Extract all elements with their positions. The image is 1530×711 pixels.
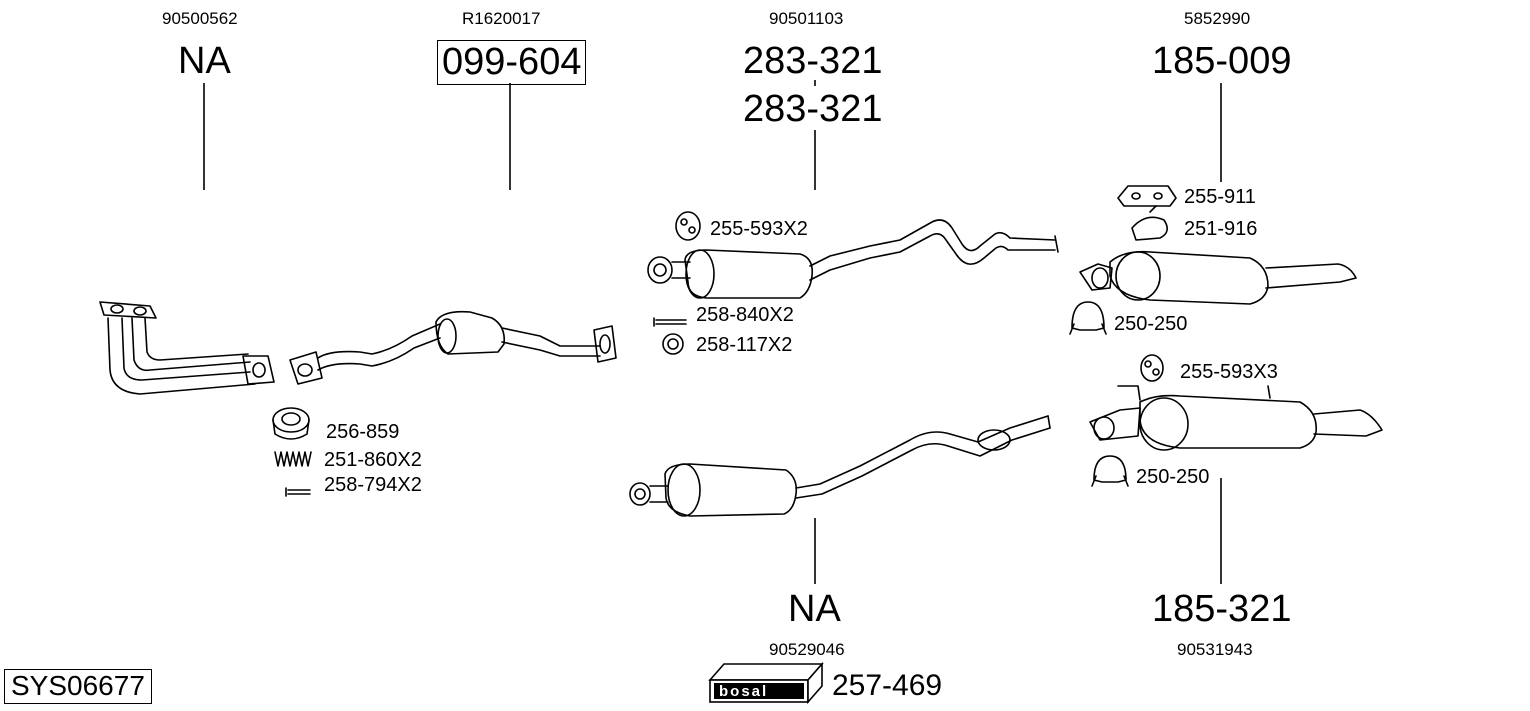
part-number: 283-321 — [743, 40, 883, 82]
part-number: NA — [178, 40, 231, 82]
part-number-alt: 283-321 — [743, 88, 883, 130]
spring-icon — [274, 451, 312, 467]
oem-number: 90500562 — [162, 9, 238, 28]
accessory-label: 251-916 — [1184, 218, 1258, 240]
accessory-label: 255-593X3 — [1180, 361, 1278, 383]
accessory-label: 258-794X2 — [324, 474, 422, 496]
brand-logo-text: bosal — [719, 683, 769, 700]
accessory-label: 256-859 — [326, 421, 400, 443]
part-number: 185-321 — [1152, 588, 1292, 630]
oem-number: 90529046 — [769, 640, 845, 659]
accessory-label: 258-840X2 — [696, 304, 794, 326]
accessory-label: 251-860X2 — [324, 449, 422, 471]
catalytic-converter-drawing — [289, 310, 617, 385]
kit-code: 257-469 — [832, 669, 943, 702]
accessory-label: 250-250 — [1136, 466, 1210, 488]
bolt-icon — [653, 317, 687, 327]
part-number: 185-009 — [1152, 40, 1292, 82]
bracket-icon — [1117, 185, 1177, 207]
rear-silencer-lower-drawing — [1089, 385, 1383, 451]
clamp-icon — [1069, 301, 1107, 335]
middle-silencer-lower-drawing — [629, 415, 1051, 517]
accessory-label: 258-117X2 — [696, 334, 793, 356]
part-number: NA — [788, 588, 841, 630]
bolt-icon — [285, 487, 311, 497]
front-pipe-drawing — [99, 301, 275, 395]
gasket-ring-icon — [272, 407, 310, 440]
part-number-boxed: 099-604 — [437, 40, 587, 85]
oem-number: 90531943 — [1177, 640, 1253, 659]
accessory-label: 250-250 — [1114, 313, 1188, 335]
clamp-icon — [1091, 455, 1129, 487]
oem-number: 5852990 — [1184, 9, 1251, 28]
accessory-label: 255-911 — [1184, 186, 1256, 208]
rear-silencer-drawing — [1079, 250, 1357, 305]
ring-icon — [662, 333, 684, 355]
rubber-mount-icon — [675, 211, 701, 241]
oem-number: 90501103 — [769, 9, 844, 28]
rubber-mount-icon — [1140, 354, 1164, 382]
accessory-label: 255-593X2 — [710, 218, 808, 240]
oem-number: R1620017 — [462, 9, 541, 28]
clamp-icon — [1131, 205, 1168, 241]
middle-silencer-drawing — [647, 219, 1059, 299]
bosal-logo — [708, 661, 824, 705]
system-code: SYS06677 — [4, 669, 152, 704]
